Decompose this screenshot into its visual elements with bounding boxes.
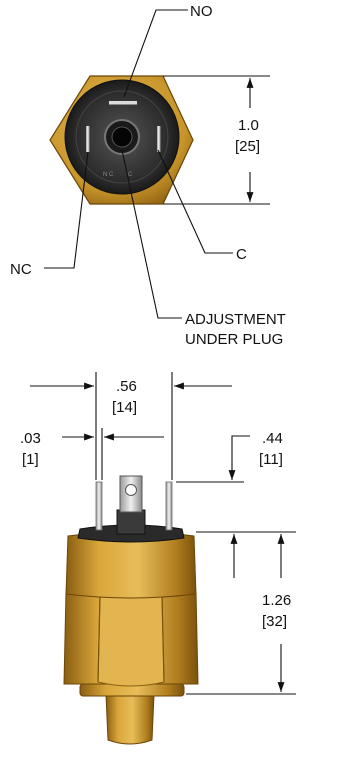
c-pin-terminal — [165, 481, 173, 531]
adjustment-label-line2: UNDER PLUG — [185, 331, 283, 348]
threaded-stem — [105, 694, 155, 745]
svg-text:C: C — [128, 172, 133, 178]
adjustment-leader-line — [121, 149, 182, 319]
c-leader-line — [157, 149, 233, 254]
nc-pin-terminal — [95, 481, 103, 531]
center-boss — [116, 509, 146, 535]
adjustment-label-line1: ADJUSTMENT — [185, 311, 286, 328]
svg-text:N C: N C — [103, 172, 114, 178]
c-terminal-mark — [157, 126, 161, 152]
no-leader-line — [123, 9, 188, 98]
width-dim-inch: .56 — [116, 378, 137, 395]
nc-label: NC — [10, 261, 32, 278]
side-view: .56 [14] .03 [1] .44 [11] 1.26 [32] — [20, 372, 296, 745]
no-label: NO — [190, 3, 213, 20]
terminal-height-dim-inch: .44 — [262, 430, 283, 447]
no-terminal-mark — [109, 101, 137, 105]
height-dim-mm: [25] — [235, 138, 260, 155]
width-dim-mm: [14] — [112, 399, 137, 416]
nc-terminal-mark — [86, 126, 90, 152]
thickness-dim-mm: [1] — [22, 451, 39, 468]
terminal-height-dim-arrow — [228, 435, 250, 480]
c-label: C — [236, 246, 247, 263]
nc-leader-line — [44, 151, 89, 269]
body-height-dim-inch: 1.26 — [262, 592, 291, 609]
hex-facet-center — [97, 590, 165, 687]
top-view: N C C NO NC C ADJUSTMENT UNDER PLUG 1.0 … — [10, 3, 286, 348]
terminal-height-dim-mm: [11] — [259, 451, 283, 468]
height-dim-inch: 1.0 — [238, 117, 259, 134]
thickness-dim-inch: .03 — [20, 430, 41, 447]
body-height-dim-mm: [32] — [262, 613, 287, 630]
